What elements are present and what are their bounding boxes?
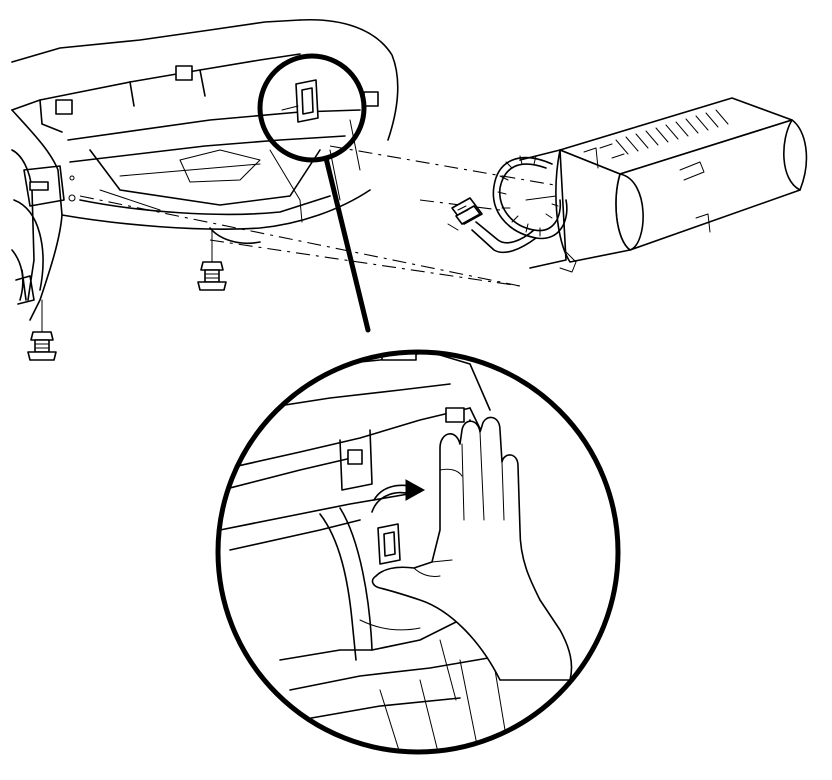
instrument-panel bbox=[11, 18, 399, 321]
panel-slot bbox=[55, 99, 73, 115]
airbag-module bbox=[519, 97, 808, 273]
mounting-bolt bbox=[197, 229, 227, 291]
retaining-clip bbox=[281, 79, 319, 123]
clip-location-circle bbox=[257, 53, 367, 163]
panel-slot bbox=[347, 449, 363, 465]
wiring-harness bbox=[471, 155, 568, 254]
retaining-clip-detail bbox=[377, 523, 401, 565]
panel-slot bbox=[175, 65, 193, 81]
hand bbox=[371, 416, 573, 681]
removal-arrow-icon bbox=[371, 479, 426, 513]
mounting-bolt bbox=[27, 299, 57, 361]
bracket-slot bbox=[29, 181, 49, 191]
panel-slot bbox=[445, 407, 465, 423]
alignment-centerlines bbox=[79, 145, 561, 287]
detail-magnifier bbox=[215, 349, 621, 755]
electrical-connector bbox=[447, 197, 483, 231]
detail-leader-line bbox=[323, 155, 371, 333]
